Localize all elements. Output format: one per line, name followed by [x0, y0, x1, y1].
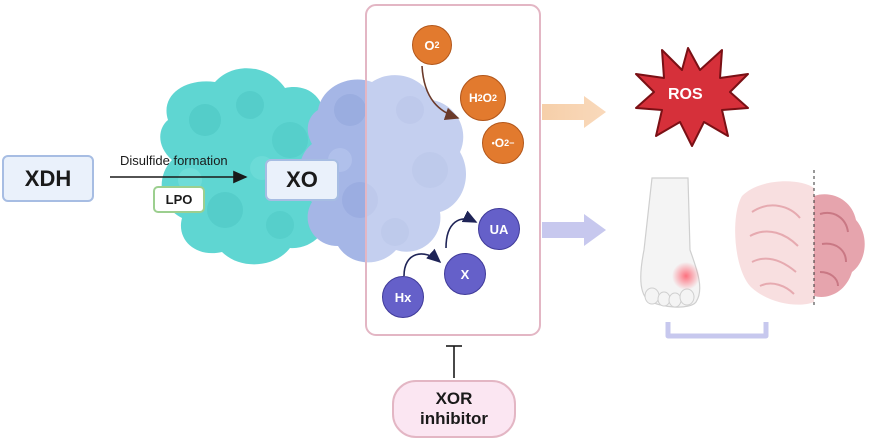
- brain-icon: [735, 170, 865, 308]
- hypoxanthine-molecule: Hx: [382, 276, 424, 318]
- hx-to-x-arrow: [403, 248, 442, 277]
- hypoxanthine-label: Hx: [394, 289, 412, 305]
- xo-label: XO: [286, 167, 318, 192]
- h2o2-sub1: 2: [477, 93, 483, 103]
- h2o2-sub2: 2: [492, 93, 498, 103]
- oxygen-reduction-arrow: [421, 65, 460, 121]
- ros-burst-icon: [635, 47, 749, 147]
- superoxide-dot: •: [491, 138, 495, 148]
- disulfide-formation-label: Disulfide formation: [120, 153, 228, 168]
- oxygen-subscript: 2: [434, 40, 440, 50]
- inhibitor-line1: XOR: [435, 389, 473, 408]
- ros-output-arrow: [542, 96, 606, 128]
- oxygen-symbol: O: [424, 37, 435, 53]
- xo-box: XO: [265, 159, 339, 201]
- xdh-box: XDH: [2, 155, 94, 202]
- lpo-box: LPO: [153, 186, 205, 213]
- xor-inhibitor-box: XOR inhibitor: [392, 380, 516, 438]
- h2o2-o: O: [482, 91, 492, 105]
- superoxide-charge: −: [509, 138, 515, 148]
- h2o2-h: H: [468, 91, 478, 105]
- lpo-label: LPO: [165, 192, 193, 207]
- x-to-ua-arrow: [445, 210, 478, 249]
- xanthine-molecule: X: [444, 253, 486, 295]
- uric-acid-output-arrow: [542, 214, 606, 246]
- uric-acid-label: UA: [489, 221, 509, 237]
- outcome-bracket: [665, 322, 769, 339]
- foot-gout-icon: [640, 177, 701, 308]
- ros-label: ROS: [668, 86, 703, 103]
- uric-acid-molecule: UA: [478, 208, 520, 250]
- xdh-label: XDH: [24, 165, 72, 191]
- superoxide-o: O: [494, 136, 505, 150]
- superoxide-sub: 2: [504, 138, 510, 148]
- inhibitor-line2: inhibitor: [420, 409, 488, 428]
- xanthine-label: X: [460, 266, 470, 282]
